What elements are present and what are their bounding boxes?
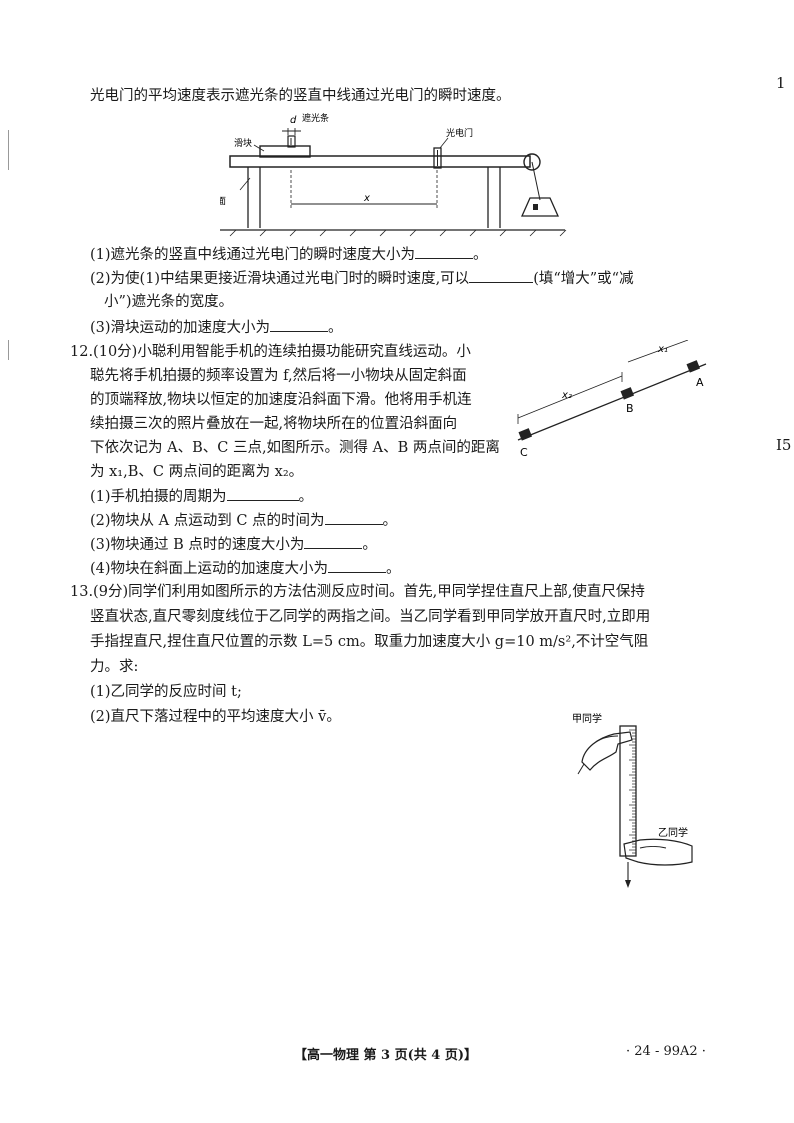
label-photogate: 光电门 bbox=[446, 127, 473, 139]
q13-line1: 13.(9分)同学们利用如图所示的方法估测反应时间。首先,甲同学捏住直尺上部,使… bbox=[70, 584, 645, 600]
footer-code: · 24 - 99A2 · bbox=[626, 1044, 706, 1059]
page-margin-mark: I5 bbox=[776, 436, 792, 454]
left-margin-line bbox=[8, 130, 9, 170]
q12-part2: (2)物块从 A 点运动到 C 点的时间为 。 bbox=[90, 510, 397, 531]
label-slider: 滑块 bbox=[234, 137, 252, 149]
label-x2: x₂ bbox=[561, 390, 572, 401]
q12-line5: 下依次记为 A、B、C 三点,如图所示。测得 A、B 两点间的距离 bbox=[90, 440, 500, 456]
q13-part2: (2)直尺下落过程中的平均速度大小 v̄。 bbox=[90, 709, 341, 725]
q12-line6: 为 x₁,B、C 两点间的距离为 x₂。 bbox=[90, 464, 304, 480]
q11-part1: (1)遮光条的竖直中线通过光电门的瞬时速度大小为 。 bbox=[90, 244, 488, 265]
q11-part1-text: (1)遮光条的竖直中线通过光电门的瞬时速度大小为 bbox=[90, 247, 416, 263]
label-x: x bbox=[363, 193, 370, 204]
answer-blank bbox=[324, 510, 383, 525]
label-jia: 甲同学 bbox=[572, 712, 602, 725]
q11-part3-end: 。 bbox=[328, 320, 343, 336]
q11-part2-hint: (填“增大”或“减 bbox=[533, 271, 634, 287]
q13-line3: 手指捏直尺,捏住直尺位置的示数 L=5 cm。取重力加速度大小 g=10 m/s… bbox=[90, 634, 649, 650]
answer-blank bbox=[469, 268, 534, 283]
label-shield: 遮光条 bbox=[302, 112, 329, 124]
q12-part1-end: 。 bbox=[298, 489, 314, 505]
q12-part1-text: (1)手机拍摄的周期为 bbox=[90, 489, 227, 505]
incline-figure: C B A x₂ x₁ bbox=[517, 340, 707, 459]
answer-blank bbox=[226, 486, 299, 501]
footer-page-info: 【高一物理 第 3 页(共 4 页)】 bbox=[294, 1048, 478, 1063]
q13-part1: (1)乙同学的反应时间 t; bbox=[90, 684, 242, 700]
intro-line: 光电门的平均速度表示遮光条的竖直中线通过光电门的瞬时速度。 bbox=[90, 88, 511, 104]
q12-part3-end: 。 bbox=[362, 537, 377, 553]
q11-part3: (3)滑块运动的加速度大小为 。 bbox=[90, 317, 343, 338]
answer-blank bbox=[304, 534, 363, 549]
q12-part4-end: 。 bbox=[386, 561, 401, 577]
q12-part4-text: (4)物块在斜面上运动的加速度大小为 bbox=[90, 561, 329, 577]
q12-line4: 续拍摄三次的照片叠放在一起,将物块所在的位置沿斜面向 bbox=[90, 416, 458, 432]
q11-part1-end: 。 bbox=[473, 247, 488, 263]
q12-part2-text: (2)物块从 A 点运动到 C 点的时间为 bbox=[90, 513, 325, 529]
q11-part3-text: (3)滑块运动的加速度大小为 bbox=[90, 320, 271, 336]
q12-line3: 的顶端释放,物块以恒定的加速度沿斜面下滑。他将用手机连 bbox=[90, 392, 472, 408]
q12-line2: 聪先将手机拍摄的频率设置为 f,然后将一小物块从固定斜面 bbox=[90, 368, 467, 384]
q11-part2-cont: 小”)遮光条的宽度。 bbox=[104, 294, 234, 310]
label-x1: x₁ bbox=[657, 344, 668, 355]
label-d: d bbox=[290, 115, 297, 126]
label-table: 桌面 bbox=[220, 195, 226, 207]
answer-blank bbox=[328, 558, 387, 573]
q11-part2: (2)为使(1)中结果更接近滑块通过光电门时的瞬时速度,可以 (填“增大”或“减 bbox=[90, 268, 634, 289]
q13-line2: 竖直状态,直尺零刻度线位于乙同学的两指之间。当乙同学看到甲同学放开直尺时,立即用 bbox=[90, 609, 651, 625]
label-A: A bbox=[696, 376, 704, 389]
left-margin-line bbox=[8, 340, 9, 360]
photogate-figure: d 遮光条 光电门 滑块 桌面 x bbox=[220, 112, 567, 237]
q12-part3: (3)物块通过 B 点时的速度大小为 。 bbox=[90, 534, 377, 555]
label-C: C bbox=[520, 446, 528, 459]
q12-part2-end: 。 bbox=[382, 513, 398, 529]
q12-part4: (4)物块在斜面上运动的加速度大小为 。 bbox=[90, 558, 401, 579]
label-B: B bbox=[626, 402, 634, 415]
q11-part2-text: (2)为使(1)中结果更接近滑块通过光电门时的瞬时速度,可以 bbox=[90, 271, 470, 287]
label-yi: 乙同学 bbox=[658, 826, 688, 839]
answer-blank bbox=[415, 244, 474, 259]
q12-part3-text: (3)物块通过 B 点时的速度大小为 bbox=[90, 537, 305, 553]
ruler-figure: 甲同学 乙同学 bbox=[572, 712, 693, 888]
page-corner-number: 1 bbox=[776, 74, 786, 92]
q13-line4: 力。求: bbox=[90, 659, 139, 675]
q12-part1: (1)手机拍摄的周期为 。 bbox=[90, 486, 313, 507]
q12-line1: 12.(10分)小聪利用智能手机的连续拍摄功能研究直线运动。小 bbox=[70, 344, 471, 360]
answer-blank bbox=[270, 317, 329, 332]
